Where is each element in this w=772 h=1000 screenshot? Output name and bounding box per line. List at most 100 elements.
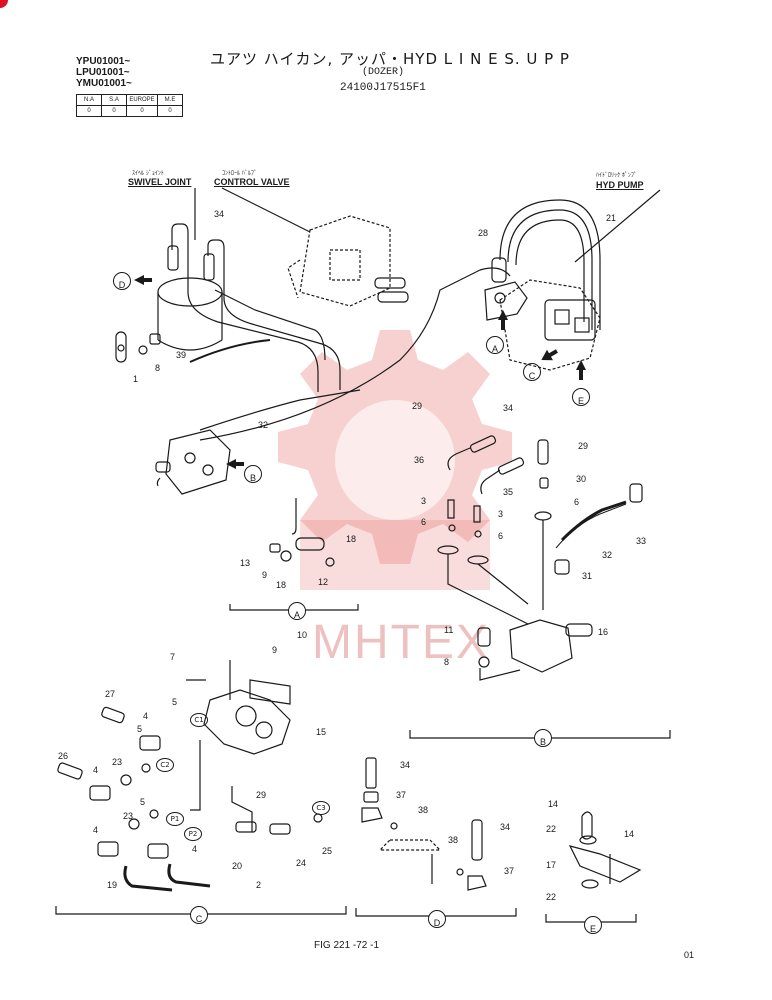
view-label-e-marker: E xyxy=(572,388,590,406)
market-table: N.A S.A EUROPE M.E 0 0 0 0 xyxy=(76,94,183,117)
control-valve xyxy=(287,215,391,307)
callout: 9 xyxy=(262,570,268,580)
serial-item: YMU01001~ xyxy=(76,78,132,89)
callout: 34 xyxy=(214,209,225,219)
pump-label: HYD PUMP xyxy=(596,180,644,190)
port-p2: P2 xyxy=(184,827,202,841)
callout: 30 xyxy=(576,474,587,484)
callout: 7 xyxy=(170,652,176,662)
view-label-c-marker: C xyxy=(523,363,541,381)
callout: 18 xyxy=(276,580,287,590)
bolt-39 xyxy=(149,333,161,345)
callout: 36 xyxy=(414,455,425,465)
callout: 9 xyxy=(272,645,278,655)
callout: 20 xyxy=(232,861,243,871)
callout: 38 xyxy=(418,805,429,815)
view-label-b-marker: B xyxy=(244,465,262,483)
control-valve-block xyxy=(155,429,231,495)
callout: 32 xyxy=(602,550,613,560)
part-code: 24100J17515F1 xyxy=(340,82,426,94)
view-title-e: E xyxy=(584,916,602,934)
callout: 21 xyxy=(606,213,617,223)
callout: 31 xyxy=(582,571,593,581)
callout: 18 xyxy=(346,534,357,544)
market-value: 0 xyxy=(157,105,183,117)
callout: 28 xyxy=(478,228,489,238)
callout: 23 xyxy=(123,811,134,821)
callout: 5 xyxy=(140,797,146,807)
port-p1: P1 xyxy=(166,812,184,826)
callout: 22 xyxy=(546,892,557,902)
callout: 14 xyxy=(624,829,635,839)
callout: 6 xyxy=(574,497,580,507)
callout: 4 xyxy=(93,765,99,775)
callout: 10 xyxy=(297,630,308,640)
callout: 3 xyxy=(498,509,504,519)
callout: 4 xyxy=(143,711,149,721)
callout: 29 xyxy=(256,790,267,800)
view-title-b: B xyxy=(534,729,552,747)
watermark-text: MHTEX xyxy=(312,616,490,669)
pump-fittings xyxy=(374,257,507,303)
callout: 5 xyxy=(137,724,143,734)
view-title-c: C xyxy=(190,906,208,924)
view-label-a-marker: A xyxy=(486,336,504,354)
callout: 34 xyxy=(500,822,511,832)
view-arrows xyxy=(134,275,586,469)
view-a-drawing xyxy=(229,498,359,611)
serial-item: LPU01001~ xyxy=(76,67,130,78)
view-d-drawing xyxy=(355,757,517,917)
washer-8 xyxy=(138,345,148,355)
callout: 38 xyxy=(448,835,459,845)
callout: 15 xyxy=(316,727,327,737)
callout: 33 xyxy=(636,536,647,546)
hydraulic-pump xyxy=(484,279,601,371)
port-c3: C3 xyxy=(312,801,330,815)
callout: 14 xyxy=(548,799,559,809)
callout: 11 xyxy=(444,625,454,635)
hose-curve xyxy=(189,339,271,363)
control-label-jp: ｺﾝﾄﾛｰﾙ ﾊﾞﾙﾌﾞ xyxy=(222,170,257,177)
serial-list: YPU01001~ LPU01001~ YMU01001~ xyxy=(76,56,132,89)
callout: 1 xyxy=(133,374,139,384)
callout: 16 xyxy=(598,627,609,637)
view-c-drawing xyxy=(55,660,347,915)
callout: 35 xyxy=(503,487,514,497)
callout: 5 xyxy=(172,697,178,707)
callout: 29 xyxy=(578,441,589,451)
figure-number: FIG 221 -72 -1 xyxy=(314,940,380,951)
swivel-label-jp: ｽｲﾍﾙ ｼﾞｮｲﾝﾄ xyxy=(132,170,164,177)
callout: 6 xyxy=(421,517,427,527)
callout: 29 xyxy=(412,401,423,411)
callout: 4 xyxy=(93,825,99,835)
callout: 26 xyxy=(58,751,69,761)
view-title-a: A xyxy=(288,602,306,620)
callout: 24 xyxy=(296,858,307,868)
callout: 39 xyxy=(176,350,187,360)
callout: 8 xyxy=(444,657,450,667)
pump-label-jp: ﾊｲﾄﾞﾛﾘｯｸ ﾎﾟﾝﾌﾟ xyxy=(596,172,637,179)
callout: 19 xyxy=(107,880,118,890)
callout: 34 xyxy=(400,760,411,770)
callout: 4 xyxy=(192,844,198,854)
callout: 8 xyxy=(155,363,161,373)
callout: 25 xyxy=(322,846,333,856)
callout: 6 xyxy=(498,531,504,541)
page-number: 01 xyxy=(684,950,695,960)
swivel-joint xyxy=(157,245,223,351)
callout: 37 xyxy=(396,790,407,800)
pipe-bundle-34 xyxy=(171,223,341,392)
corner-mark xyxy=(0,0,8,8)
control-label: CONTROL VALVE xyxy=(214,177,290,187)
callout: 3 xyxy=(421,496,427,506)
pipe-32 xyxy=(199,389,361,431)
view-label-d: D xyxy=(113,272,131,290)
pipe-29 xyxy=(199,267,511,441)
callout: 12 xyxy=(318,577,329,587)
page-title: ユアツ ハイカン, アッパ・HYD L I N E S. U P P xyxy=(210,50,570,68)
callout: 17 xyxy=(546,860,557,870)
callout: 37 xyxy=(504,866,515,876)
callout: 2 xyxy=(256,880,262,890)
serial-item: YPU01001~ xyxy=(76,56,131,67)
